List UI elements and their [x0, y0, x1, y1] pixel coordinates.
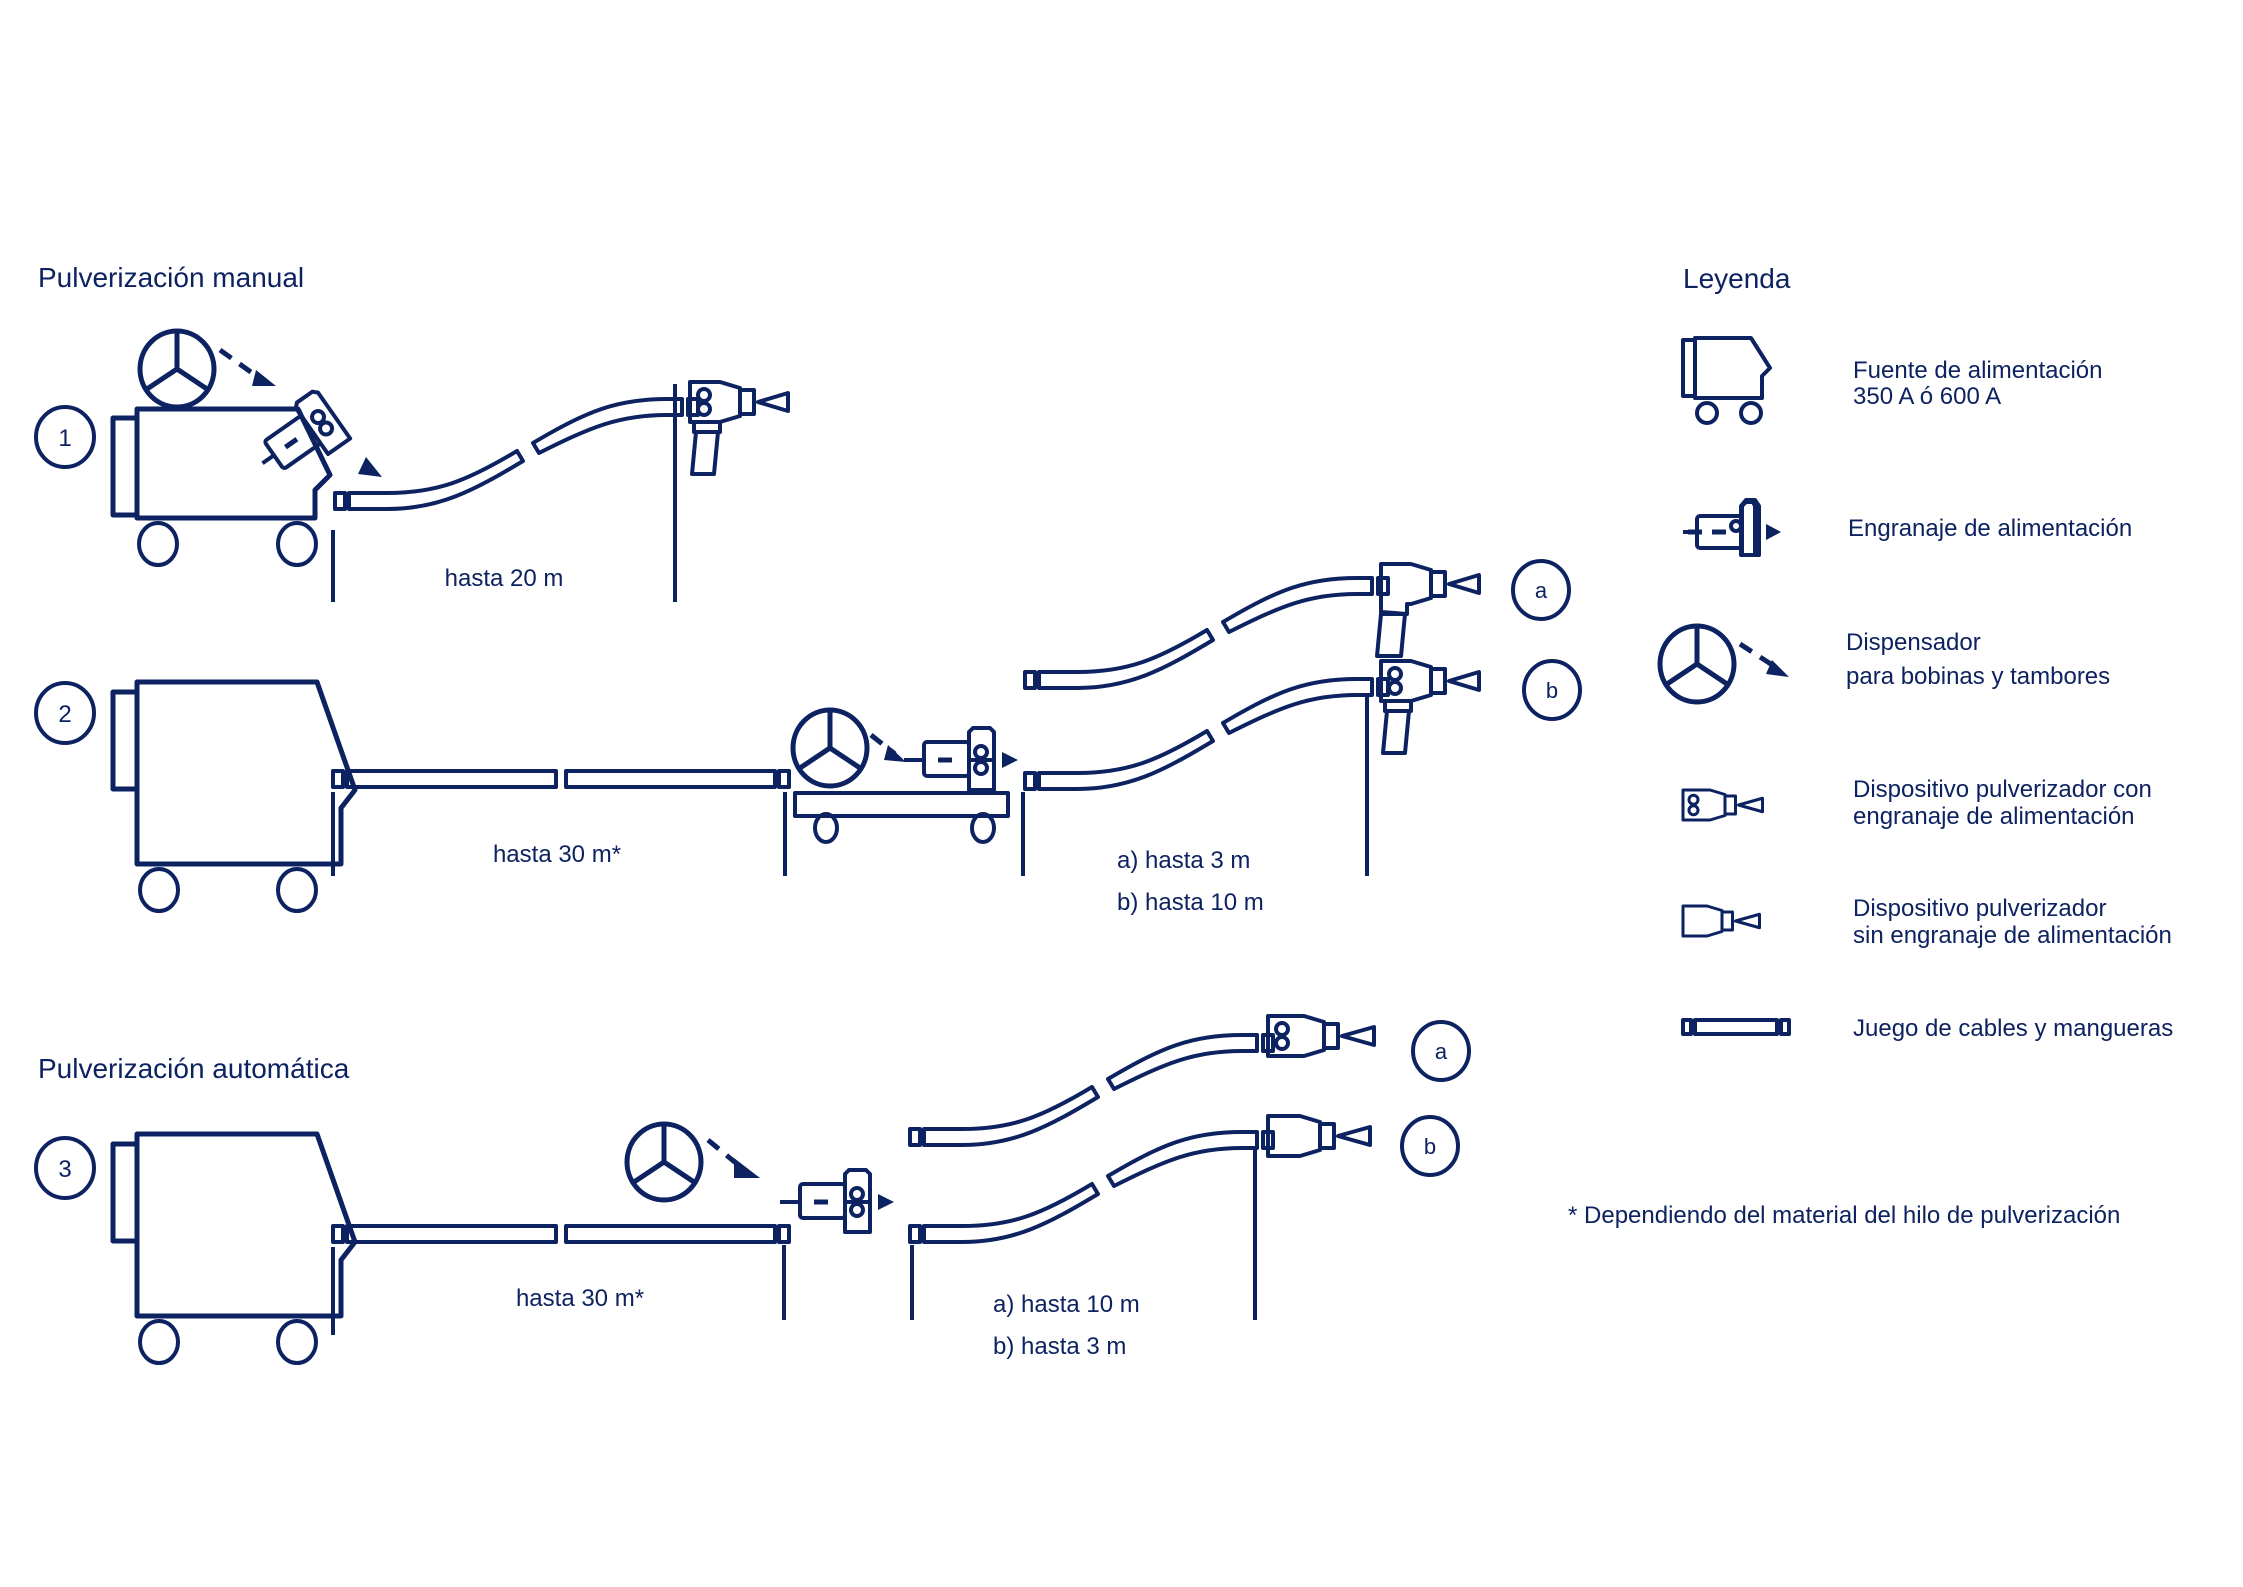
legend-item-cable-hose-set: Juego de cables y mangueras [1681, 1015, 2173, 1042]
legend-item-spray-gun-without-feeder [1681, 904, 1761, 938]
cable-hose-set-icon [333, 397, 700, 511]
footnote: * Dependiendo del material del hilo de p… [1568, 1202, 2120, 1229]
svg-text:a: a [1435, 1039, 1448, 1064]
cable-hose-set-icon-a [908, 1033, 1275, 1147]
feed-arrow-icon [1738, 641, 1782, 673]
legend-label: Dispositivo pulverizador [1853, 895, 2106, 922]
spray-gun-with-feeder-icon [1681, 788, 1764, 822]
power-source-icon [110, 406, 333, 567]
row-3: 3 a b hasta 30 m* a) hasta 10 m b) hasta… [34, 1014, 1471, 1363]
section-title-manual: Pulverización manual [38, 262, 304, 293]
legend-label: sin engranaje de alimentación [1853, 922, 2172, 949]
handheld-spray-gun-with-feeder-icon [1379, 659, 1481, 755]
svg-text:1: 1 [58, 425, 71, 452]
spray-gun-with-feeder-icon [1266, 1014, 1376, 1058]
wire-feeder-icon [780, 1170, 894, 1232]
svg-text:Engranaje de alimentación: Engranaje de alimentación [1848, 515, 2132, 542]
spool-dispenser-icon [793, 710, 867, 786]
feed-arrow-icon [358, 457, 382, 477]
svg-text:b: b [1424, 1134, 1436, 1159]
legend: Leyenda Fuente de alimentación 350 A ó 6… [1660, 263, 2173, 1042]
distance-label: hasta 30 m* [493, 841, 621, 868]
row-number-badge: 2 [34, 681, 96, 745]
section-title-automatic: Pulverización automática [38, 1053, 350, 1084]
distance-label: hasta 20 m [445, 565, 564, 592]
svg-text:Fuente de alimentación: Fuente de alimentación [1853, 357, 2103, 384]
distance-label-b: b) hasta 3 m [993, 1333, 1126, 1360]
distance-label-b: b) hasta 10 m [1117, 889, 1264, 916]
legend-label: engranaje de alimentación [1853, 803, 2135, 830]
row-number-badge: 1 [34, 405, 96, 469]
cable-hose-set-icon [1681, 1018, 1791, 1036]
distance-label-a: a) hasta 3 m [1117, 847, 1250, 874]
spool-dispenser-icon [140, 331, 214, 407]
feed-direction-arrow-icon [869, 733, 906, 762]
svg-text:b: b [1546, 678, 1558, 703]
spray-gun-without-feeder-icon [1681, 904, 1761, 938]
spray-gun-icon [1266, 1114, 1372, 1158]
cable-hose-set-icon [331, 769, 791, 789]
spool-dispenser-icon [627, 1124, 701, 1200]
row-2: 2 a b hasta 30 m* a) hasta [34, 559, 1582, 916]
legend-item-spray-gun-with-feeder [1681, 788, 1764, 822]
row-1: 1 hasta 20 m [34, 331, 790, 602]
row-number-badge: 3 [34, 1136, 96, 1200]
handheld-spray-gun-icon [1375, 562, 1481, 658]
wire-feeder-icon [261, 389, 353, 470]
variant-badge-b: b [1522, 659, 1582, 721]
variant-badge-a: a [1411, 1020, 1471, 1082]
feed-direction-arrow-icon [706, 1138, 760, 1178]
svg-text:Juego de cables y mangueras: Juego de cables y mangueras [1853, 1015, 2173, 1042]
power-source-icon [113, 682, 355, 911]
distance-label-a: a) hasta 10 m [993, 1291, 1140, 1318]
cable-hose-set-icon-b [1023, 677, 1390, 791]
legend-item-power-source: Fuente de alimentación 350 A ó 600 A [1681, 336, 2103, 425]
svg-text:a: a [1535, 578, 1548, 603]
distance-label: hasta 30 m* [516, 1285, 644, 1312]
cable-hose-set-icon-a [1023, 576, 1390, 690]
spool-dispenser-icon [1660, 626, 1734, 702]
svg-text:Dispensador: Dispensador [1846, 629, 1981, 656]
variant-badge-b: b [1400, 1115, 1460, 1177]
svg-text:350 A ó 600 A: 350 A ó 600 A [1853, 383, 2001, 410]
cart-icon [793, 791, 1010, 844]
svg-text:para bobinas y tambores: para bobinas y tambores [1846, 663, 2110, 690]
variant-badge-a: a [1511, 559, 1571, 621]
cable-hose-set-icon-b [908, 1130, 1275, 1244]
svg-text:2: 2 [58, 701, 71, 728]
feed-direction-arrow-icon [218, 347, 276, 386]
wire-feeder-icon [1683, 498, 1781, 557]
wire-feeder-icon [904, 728, 1018, 790]
legend-label: Dispositivo pulverizador con [1853, 776, 2152, 803]
legend-title: Leyenda [1683, 263, 1791, 294]
legend-item-spool-dispenser: Dispensador para bobinas y tambores [1660, 626, 2110, 702]
cable-hose-set-icon [331, 1224, 791, 1244]
power-source-icon [113, 1134, 355, 1363]
legend-item-wire-feeder: Engranaje de alimentación [1683, 498, 2132, 557]
handheld-spray-gun-with-feeder-icon [688, 380, 790, 476]
power-source-icon [1681, 336, 1772, 425]
svg-text:3: 3 [58, 1156, 71, 1183]
